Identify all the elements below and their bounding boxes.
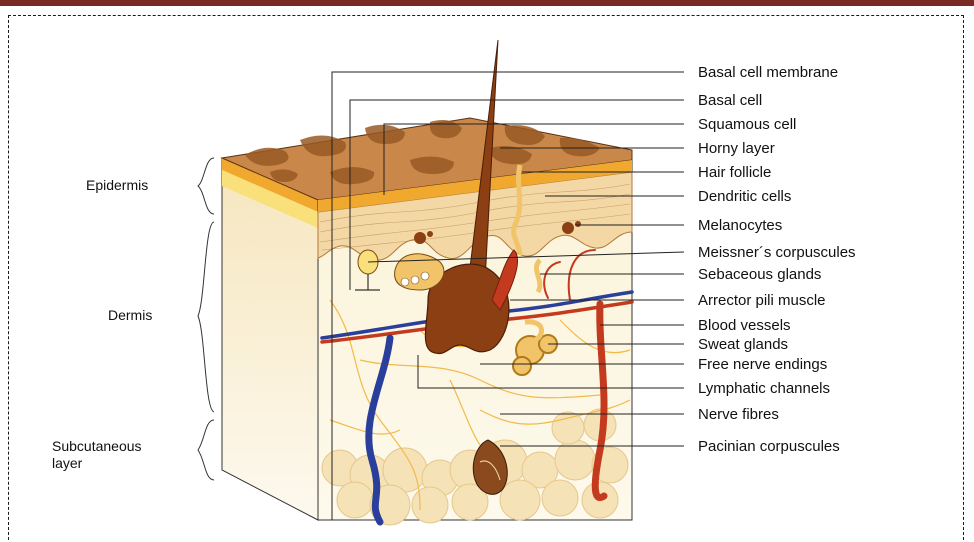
skin-block-side-face <box>222 158 318 520</box>
label-basal-cell: Basal cell <box>698 92 762 109</box>
label-blood-vessels: Blood vessels <box>698 317 791 334</box>
layer-braces <box>198 158 214 480</box>
label-dendritic-cells: Dendritic cells <box>698 188 791 205</box>
label-squamous-cell: Squamous cell <box>698 116 796 133</box>
label-dermis: Dermis <box>108 307 152 323</box>
label-nerve-fibres: Nerve fibres <box>698 406 779 423</box>
label-subcutaneous-line1: Subcutaneous <box>52 438 142 454</box>
label-sebaceous-glands: Sebaceous glands <box>698 266 821 283</box>
label-basal-cell-membrane: Basal cell membrane <box>698 64 838 81</box>
label-subcutaneous-line2: layer <box>52 455 83 471</box>
label-lymphatic-channels: Lymphatic channels <box>698 380 830 397</box>
label-horny-layer: Horny layer <box>698 140 775 157</box>
label-free-nerve-endings: Free nerve endings <box>698 356 827 373</box>
label-sweat-glands: Sweat glands <box>698 336 788 353</box>
label-hair-follicle: Hair follicle <box>698 164 771 181</box>
label-epidermis: Epidermis <box>86 177 148 193</box>
label-meissners-corpuscules: Meissner´s corpuscules <box>698 244 856 261</box>
structure-labels: Basal cell membrane Basal cell Squamous … <box>698 64 856 455</box>
label-pacinian-corpuscules: Pacinian corpuscules <box>698 438 840 455</box>
label-arrector-pili-muscle: Arrector pili muscle <box>698 292 826 309</box>
label-melanocytes: Melanocytes <box>698 217 782 234</box>
